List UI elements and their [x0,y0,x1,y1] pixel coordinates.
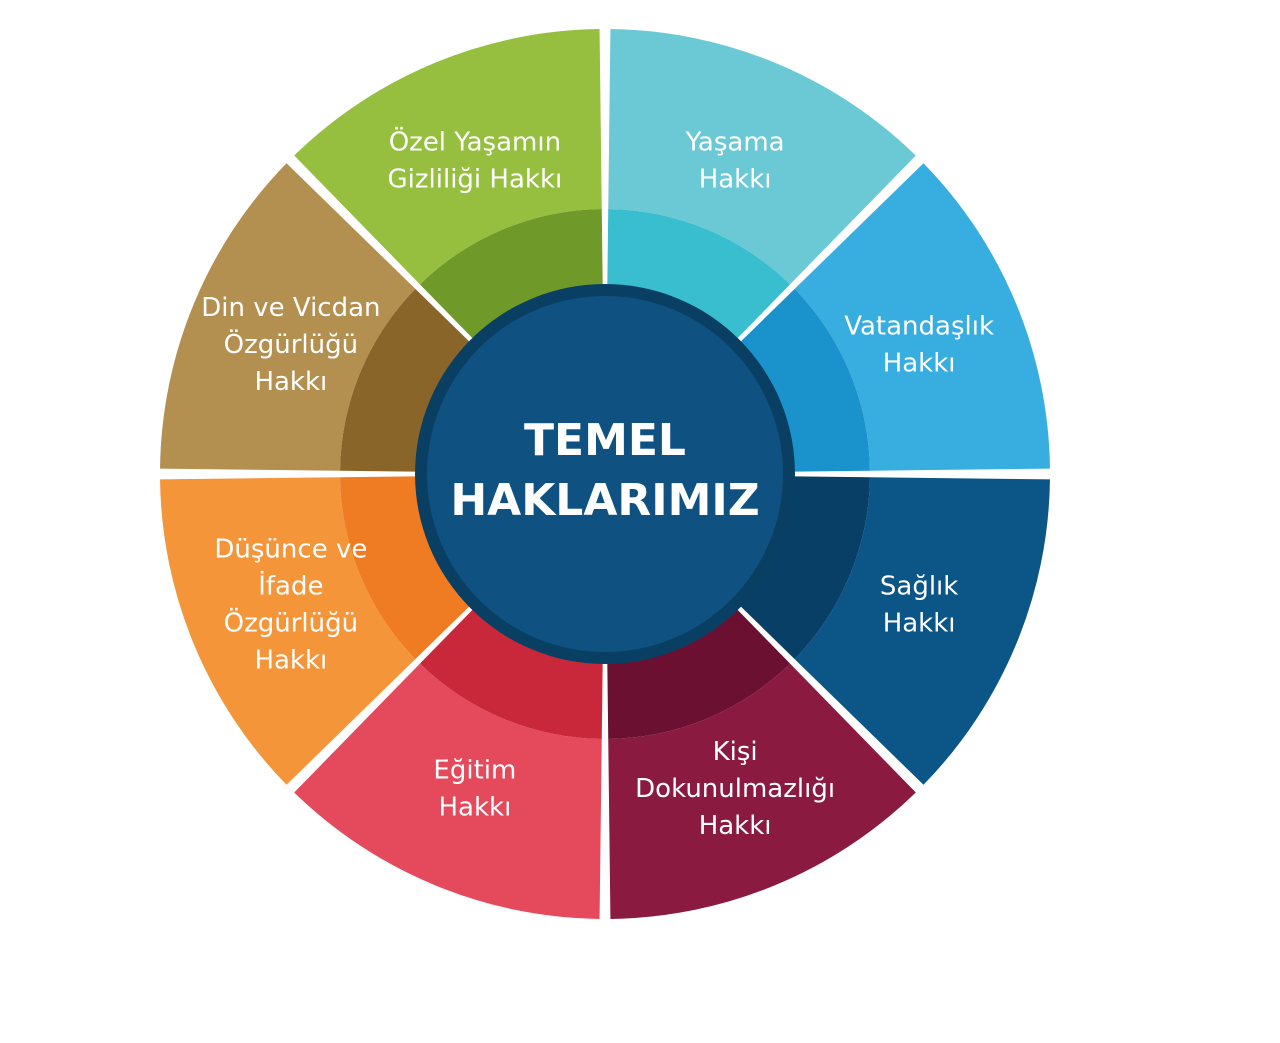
segment-band-saglik [733,476,870,660]
segment-band-dusunce [340,476,477,660]
segment-kisi [608,663,916,919]
segment-label-line: Din ve Vicdan [201,293,380,323]
segment-saglik [794,477,1050,785]
segment-egitim [294,663,602,919]
segment-label-line: Dokunulmazlığı [635,774,835,804]
segment-band-egitim [419,602,603,739]
segment-band-din [340,288,477,472]
segment-vatandaslik [794,163,1050,471]
segment-label-line: Gizliliği Hakkı [388,164,563,194]
segment-yasama [608,29,916,285]
segment-label-line: Hakkı [254,367,327,397]
segment-label-line: Düşünce ve [214,535,367,565]
segment-ozel [294,29,602,285]
wheel-segments [160,29,1050,919]
segment-label-line: Hakkı [699,811,772,841]
segment-din [160,163,416,471]
segment-label-line: Özgürlüğü [224,328,358,360]
segment-label-line: Özel Yaşamın [389,125,561,157]
segment-label-line: Eğitim [433,756,516,786]
segment-band-vatandaslik [733,288,870,472]
segment-dusunce [160,477,416,785]
segment-label-line: Vatandaşlık [844,311,994,341]
segment-label-line: Hakkı [699,164,772,194]
segment-label-line: Yaşama [685,127,785,157]
segment-label-line: Hakkı [883,609,956,639]
center-title-line2: HAKLARIMIZ [450,475,759,526]
center-title-line1: TEMEL [524,415,686,466]
segment-label-line: Kişi [713,737,758,767]
segment-label-line: Hakkı [438,793,511,823]
segment-label-line: Sağlık [880,572,958,602]
center-gear [415,284,795,664]
segment-label-line: Hakkı [254,646,327,676]
segment-label-line: İfade [258,570,323,602]
center-circle [427,296,783,652]
segment-band-ozel [419,209,603,346]
segment-band-kisi [607,602,791,739]
segment-band-yasama [607,209,791,346]
segment-label-line: Hakkı [883,348,956,378]
segment-label-line: Özgürlüğü [224,607,358,639]
